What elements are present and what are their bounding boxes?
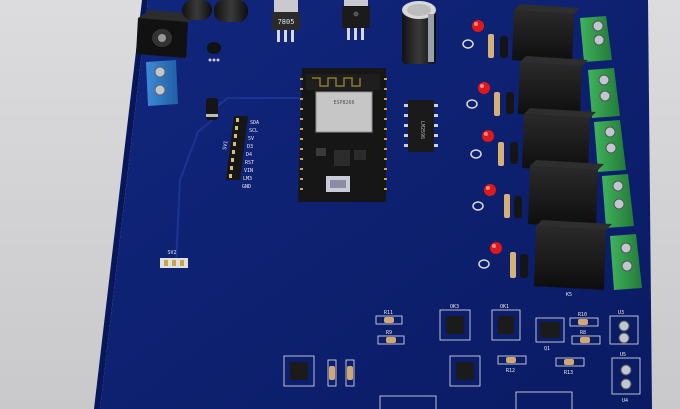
- relay-channel-5: K5: [478, 220, 642, 298]
- pcb-trace: [175, 119, 213, 263]
- component-label: U5: [620, 352, 626, 358]
- relay-channel-3: K3: [470, 108, 626, 182]
- component-label: Q1: [544, 346, 550, 352]
- pin-header-sv1: SV1 SDA SCL 5V D3 D4 RST VIN LM3 GND: [222, 116, 259, 190]
- header-pin-label: VIN: [244, 168, 253, 174]
- dc-jack: [136, 10, 198, 58]
- component-label: R13: [564, 370, 573, 376]
- component-label: R10: [578, 312, 587, 318]
- relay-channel-1: K1: [462, 4, 612, 74]
- regulator-2: [342, 0, 370, 40]
- relay-label: K5: [566, 292, 572, 298]
- relay-channel-2: K2: [466, 56, 620, 128]
- component-label: R12: [506, 368, 515, 374]
- esp8266-module: ESP8266: [298, 68, 387, 202]
- electrolytic-capacitor: [402, 1, 436, 64]
- component-label: R9: [386, 330, 392, 336]
- component-label: R8: [580, 330, 586, 336]
- transistor-q: [207, 42, 221, 62]
- blue-terminal-block: [146, 60, 178, 106]
- regulator-7805: 7805: [272, 0, 300, 42]
- module-label: ESP8266: [333, 100, 354, 106]
- header-pin-label: LM3: [243, 176, 252, 182]
- pcb-board-edge: [94, 0, 148, 409]
- component-label: U4: [622, 398, 628, 404]
- ic-label: LM2596: [419, 121, 425, 139]
- top-capacitors: [182, 0, 248, 22]
- dip-ic: LM2596: [404, 100, 438, 152]
- header-pin-label: SCL: [249, 128, 258, 134]
- lower-component-fills: [290, 316, 632, 390]
- header-pin-label: SDA: [250, 120, 259, 126]
- header-pin-label: GND: [242, 184, 251, 190]
- component-label: R11: [384, 310, 393, 316]
- header-tag: SV1: [222, 140, 229, 150]
- component-label: OK1: [500, 304, 509, 310]
- header-pin-label: D4: [246, 152, 252, 158]
- header-pin-label: 5V: [248, 136, 254, 142]
- header-pin-label: D3: [247, 144, 253, 150]
- sv2-label: SV2: [167, 250, 176, 256]
- header-pin-label: RST: [245, 160, 254, 166]
- component-label: OK3: [450, 304, 459, 310]
- pin-header-sv2: SV2: [160, 250, 188, 268]
- regulator-label: 7805: [278, 18, 295, 26]
- diode-d1: [206, 98, 218, 120]
- lower-components: [283, 309, 641, 409]
- component-label: U3: [618, 310, 624, 316]
